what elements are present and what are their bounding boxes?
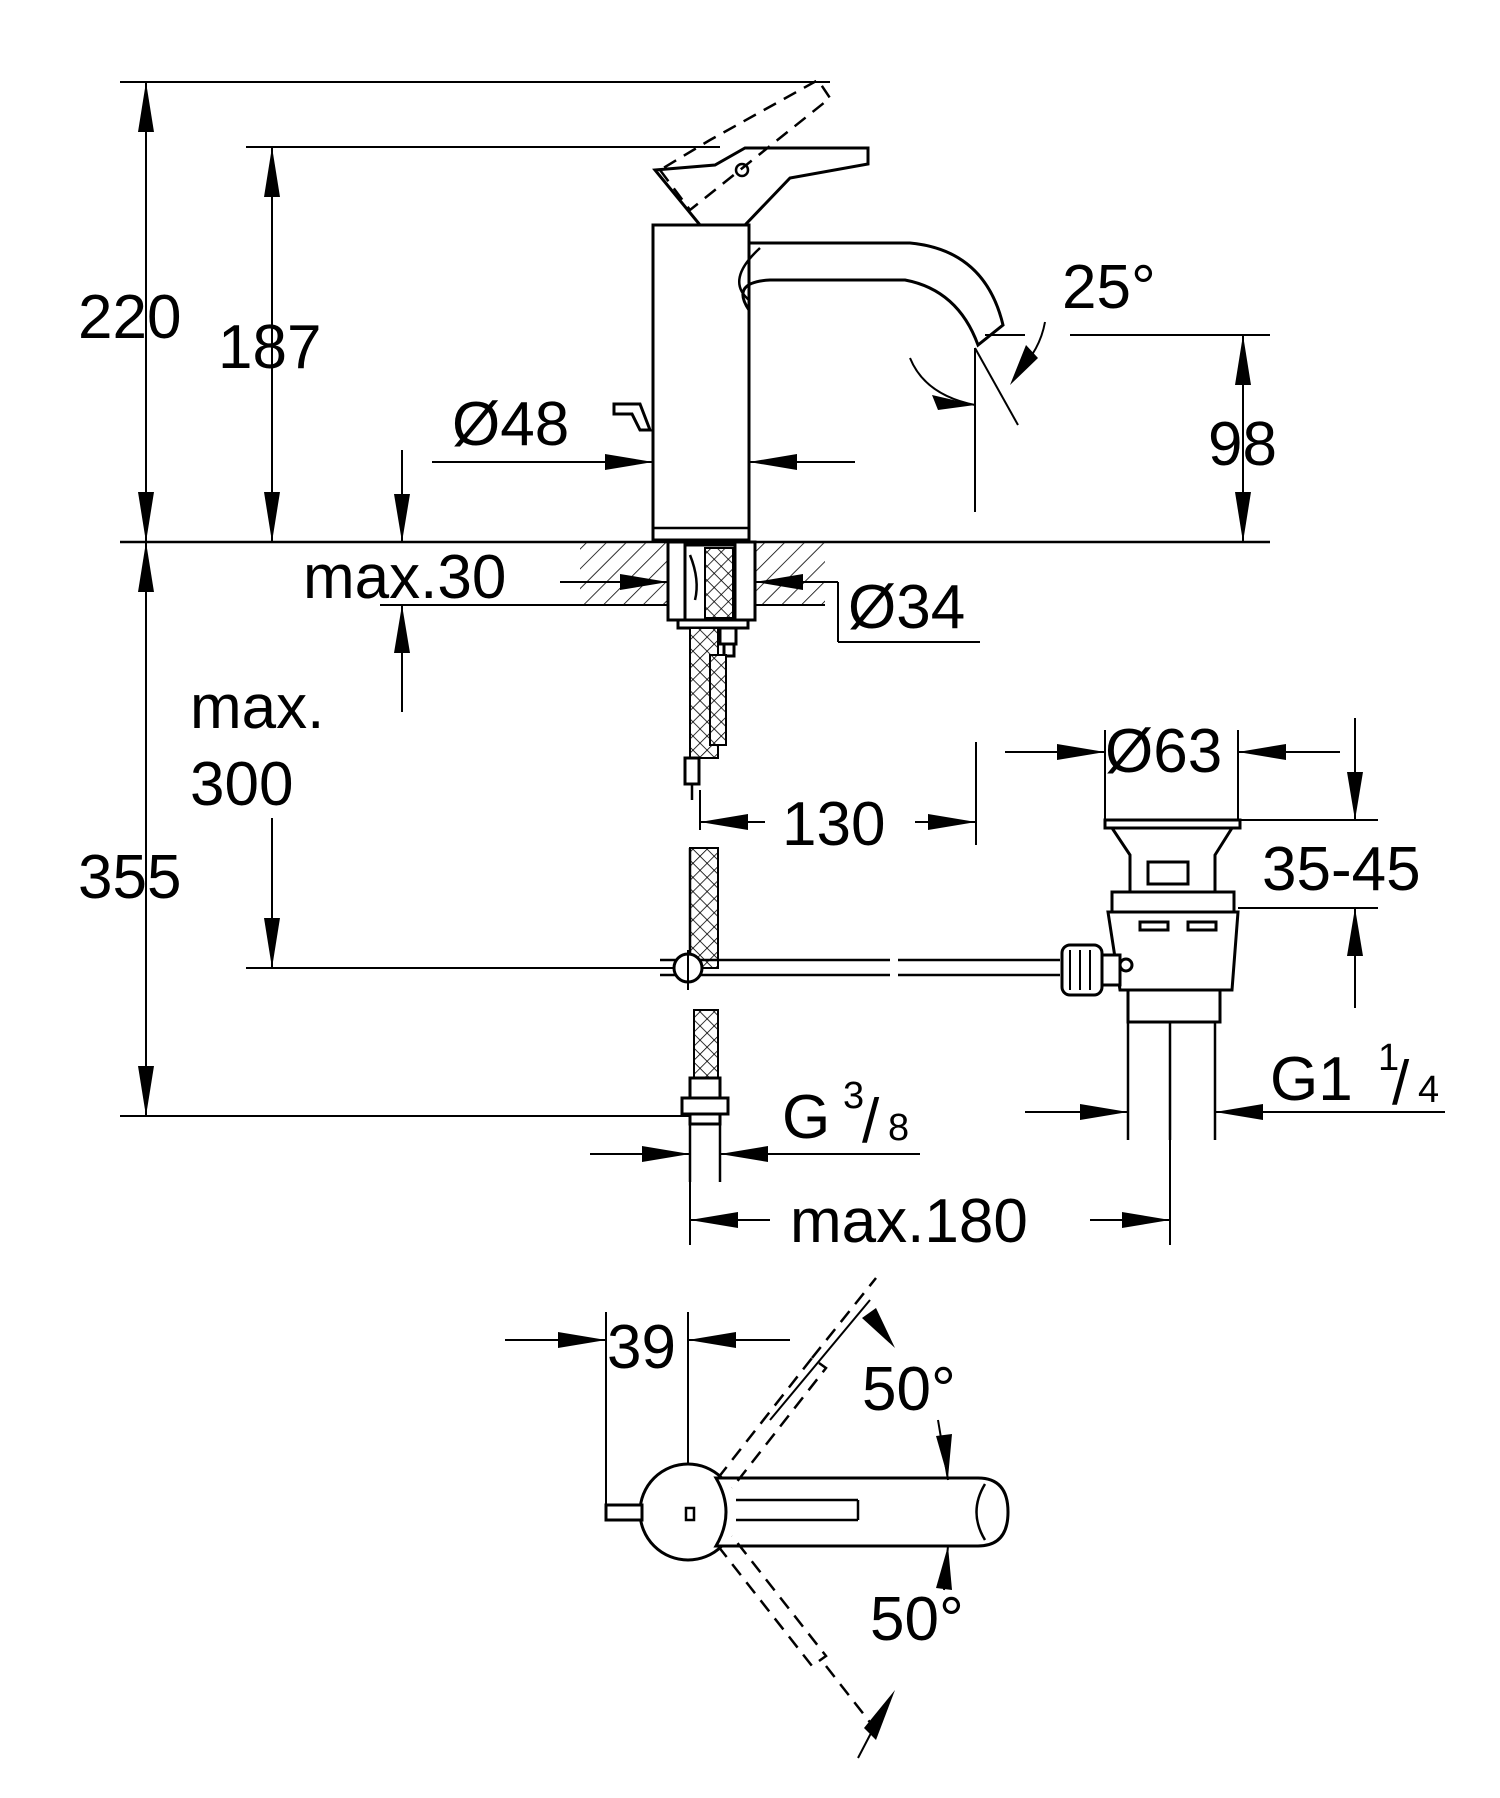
dim-48-label: Ø48 [452, 390, 569, 459]
dim-300-label: 300 [190, 750, 293, 819]
waste-drain [1060, 818, 1242, 1140]
supply-hoses [676, 618, 750, 1182]
waste-thread-den-label: 4 [1418, 1069, 1439, 1111]
waste-thread-main-label: G1 [1270, 1045, 1353, 1114]
dimension-connection-g38: G 3 / 8 [590, 1075, 920, 1162]
dimension-spout-angle: 25° [909, 253, 1270, 512]
dim-187-label: 187 [218, 313, 321, 382]
dimension-max-30: max.30 [303, 450, 803, 712]
rotation-angle-top: 50° [769, 1299, 956, 1481]
countertop-section [580, 540, 825, 622]
dimension-187: 187 [218, 146, 720, 542]
dim-max180-label: max.180 [790, 1187, 1028, 1256]
dim-max30-label: max.30 [303, 543, 506, 612]
dimension-130: 130 [699, 742, 977, 859]
dimension-diameter-34: Ø34 [800, 573, 980, 643]
dim-63-label: Ø63 [1105, 717, 1222, 786]
dimension-355: 355 [78, 542, 690, 1117]
waste-thread-slash-label: / [1392, 1049, 1410, 1118]
plan-view: 39 50° 50° [505, 1277, 1010, 1759]
pop-up-rod [660, 950, 1060, 990]
g38-main-label: G [782, 1083, 830, 1152]
dimension-max-300: max. 300 [190, 673, 690, 969]
g38-den-label: 8 [888, 1107, 909, 1149]
dimension-diameter-63: Ø63 [1005, 717, 1340, 820]
g38-slash-label: / [862, 1087, 880, 1156]
dim-39-label: 39 [607, 1313, 676, 1382]
dim-35-45-label: 35-45 [1262, 835, 1421, 904]
rotation-angle-bottom: 50° [857, 1545, 964, 1759]
dimension-diameter-48: Ø48 [432, 390, 855, 470]
dim-130-label: 130 [782, 790, 885, 859]
dim-max-label: max. [190, 673, 324, 742]
dim-34-label: Ø34 [848, 573, 965, 642]
elevation-view: 220 187 Ø48 [78, 78, 1445, 1256]
dimension-39: 39 [505, 1312, 790, 1510]
waste-thread-num-label: 1 [1378, 1037, 1399, 1079]
dim-355-label: 355 [78, 843, 181, 912]
dimension-max-180: max.180 [689, 1140, 1171, 1256]
dim-98-label: 98 [1208, 410, 1277, 479]
dim-25-label: 25° [1062, 253, 1156, 322]
g38-num-label: 3 [843, 1075, 864, 1117]
dim-50-top-label: 50° [862, 1355, 956, 1424]
dimension-98: 98 [1208, 335, 1277, 542]
dim-220-label: 220 [78, 283, 181, 352]
dimension-35-45: 35-45 [1238, 718, 1421, 1008]
dim-50-bottom-label: 50° [870, 1585, 964, 1654]
faucet-body [612, 78, 1005, 542]
dimension-220: 220 [78, 81, 830, 542]
dimension-waste-thread: G1 1 / 4 [1025, 1037, 1445, 1120]
